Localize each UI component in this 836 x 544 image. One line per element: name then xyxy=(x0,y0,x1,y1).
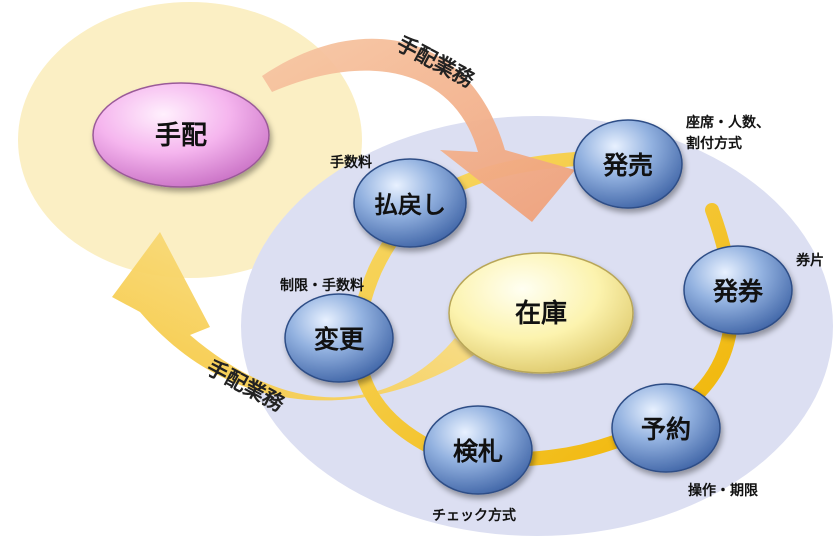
hakken-note: 券片 xyxy=(796,252,824,269)
yoyaku-node[interactable] xyxy=(611,383,721,473)
tehai-node-label: 手配 xyxy=(155,121,207,151)
haraimodoshi-note: 手数料 xyxy=(330,154,372,171)
upper-flow-arrow xyxy=(262,38,575,222)
henkou-node[interactable] xyxy=(284,293,394,383)
yoyaku-node-label: 予約 xyxy=(641,415,691,444)
hakken-node-label: 発券 xyxy=(712,277,764,306)
zaiko-node-label: 在庫 xyxy=(515,299,567,329)
kensatsu-node[interactable] xyxy=(423,405,533,495)
haraimodoshi-node-label: 払戻し xyxy=(374,191,446,219)
lower-flow-arrow xyxy=(112,232,474,401)
hatsubai-note-line1: 座席・人数、 xyxy=(686,114,770,131)
henkou-node-label: 変更 xyxy=(314,325,365,354)
henkou-note: 制限・手数料 xyxy=(280,277,364,294)
kensatsu-note: チェック方式 xyxy=(432,507,516,524)
zaiko-node[interactable] xyxy=(448,252,634,374)
yoyaku-note: 操作・期限 xyxy=(688,482,758,499)
tehai-node[interactable] xyxy=(92,82,270,188)
hatsubai-node-label: 発売 xyxy=(602,151,653,180)
hatsubai-note-line2: 割付方式 xyxy=(686,135,742,152)
hakken-node[interactable] xyxy=(683,245,793,335)
kensatsu-node-label: 検札 xyxy=(453,437,503,466)
hatsubai-node[interactable] xyxy=(573,119,683,209)
haraimodoshi-node[interactable] xyxy=(353,158,467,248)
